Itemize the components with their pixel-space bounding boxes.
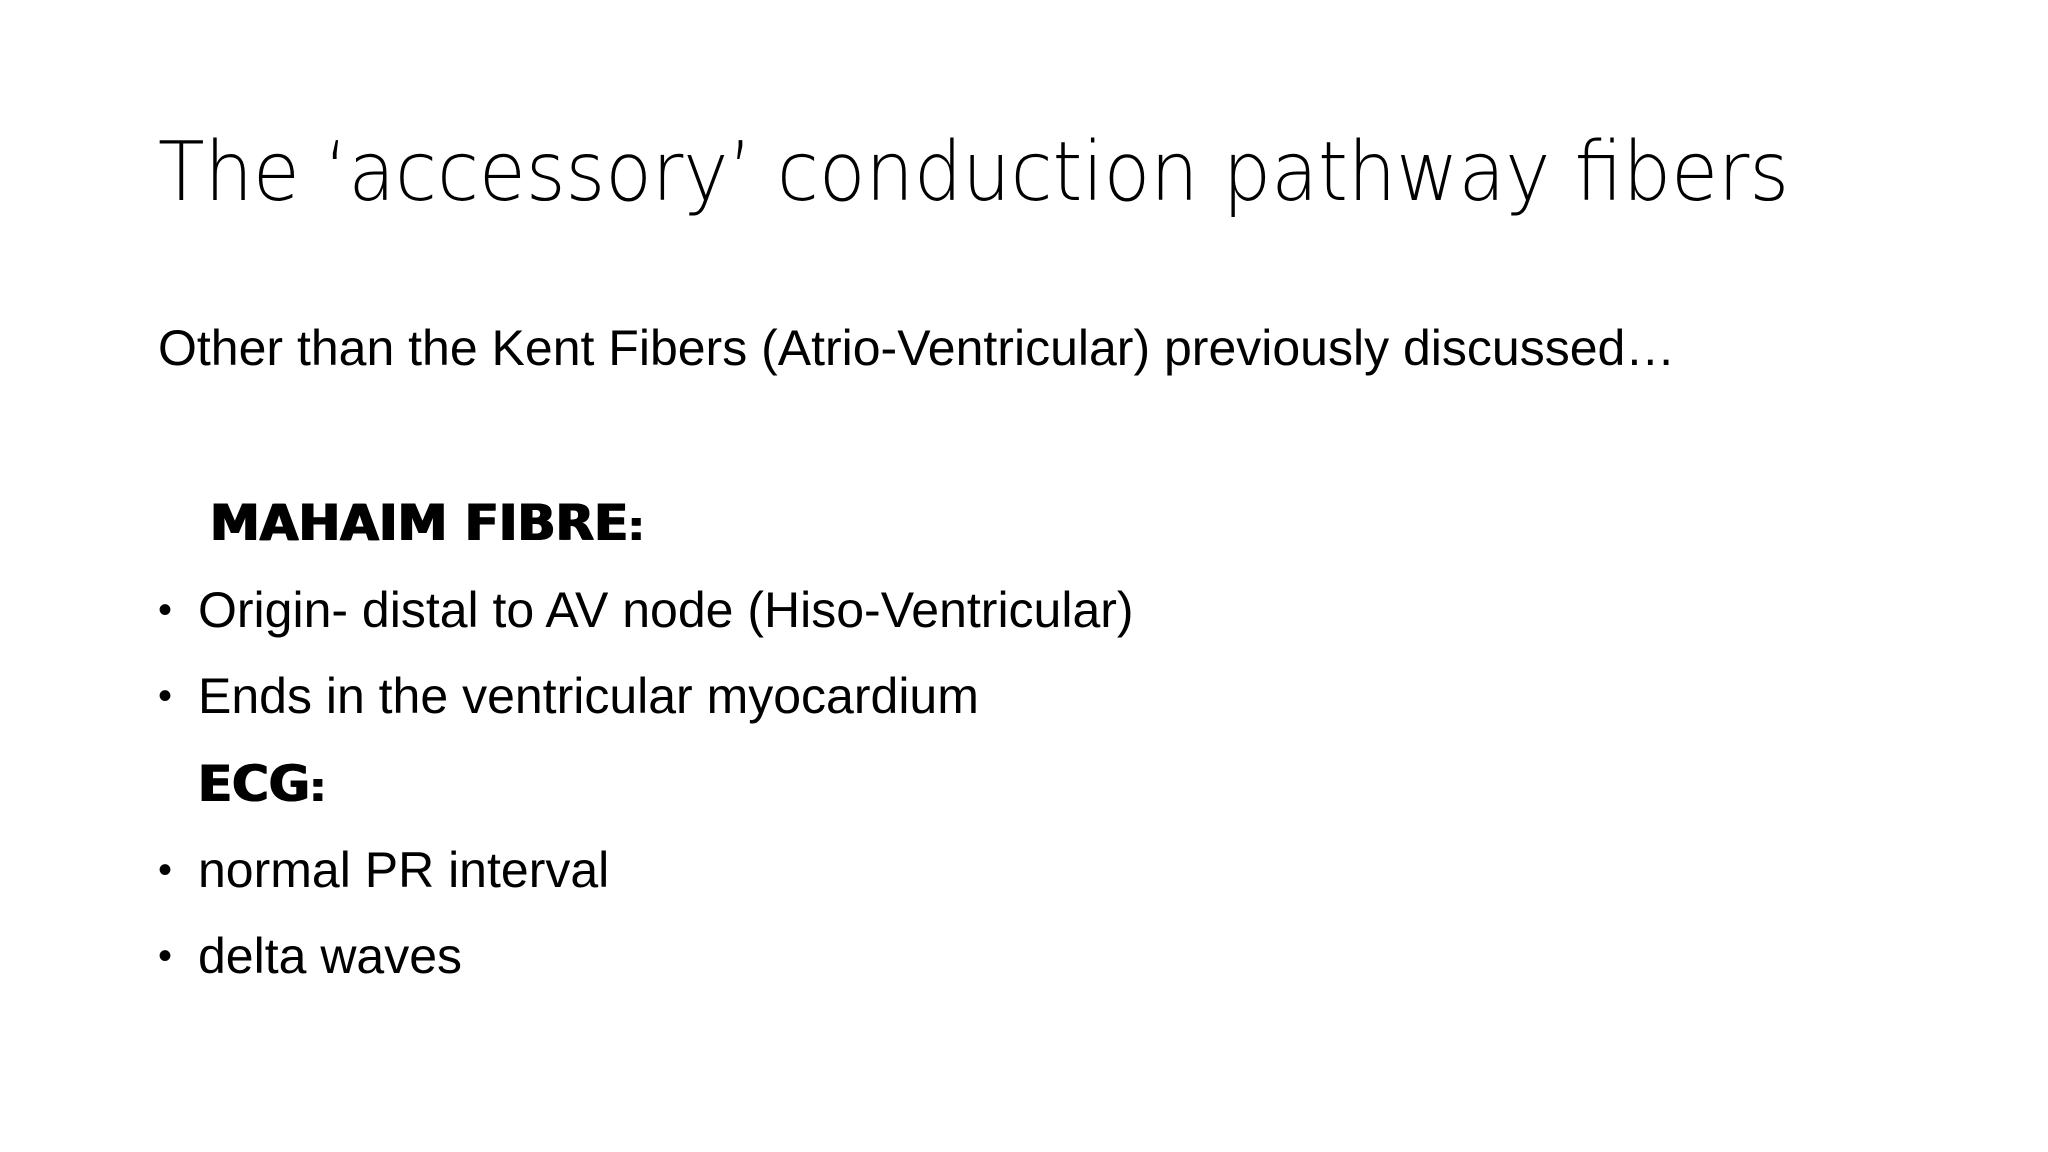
list-item: • delta waves xyxy=(158,926,462,986)
bullet-icon: • xyxy=(158,674,173,718)
bullet-icon: • xyxy=(158,934,173,978)
ecg-heading: ECG: xyxy=(198,754,326,818)
list-item-text: Origin- distal to AV node (Hiso-Ventricu… xyxy=(198,582,1134,638)
list-item: • normal PR interval xyxy=(158,840,609,900)
list-item-text: delta waves xyxy=(198,928,463,984)
ecg-heading-colon: : xyxy=(309,765,326,811)
mahaim-fibre-heading-text: MAHAIM FIBRE xyxy=(210,494,629,552)
bullet-icon: • xyxy=(158,848,173,892)
list-item-text: normal PR interval xyxy=(198,842,610,898)
list-item: • Origin- distal to AV node (Hiso-Ventric… xyxy=(158,580,1134,640)
intro-text: Other than the Kent Fibers (Atrio-Ventri… xyxy=(158,320,1676,376)
list-item: • Ends in the ventricular myocardium xyxy=(158,666,979,726)
mahaim-fibre-heading-colon: : xyxy=(628,504,645,550)
ecg-heading-text: ECG xyxy=(198,755,310,813)
slide-title: The ‘accessory’ conduction pathway fiber… xyxy=(158,125,1790,220)
bullet-icon: • xyxy=(158,588,173,632)
list-item-text: Ends in the ventricular myocardium xyxy=(198,668,979,724)
mahaim-fibre-heading: MAHAIM FIBRE: xyxy=(210,493,644,557)
